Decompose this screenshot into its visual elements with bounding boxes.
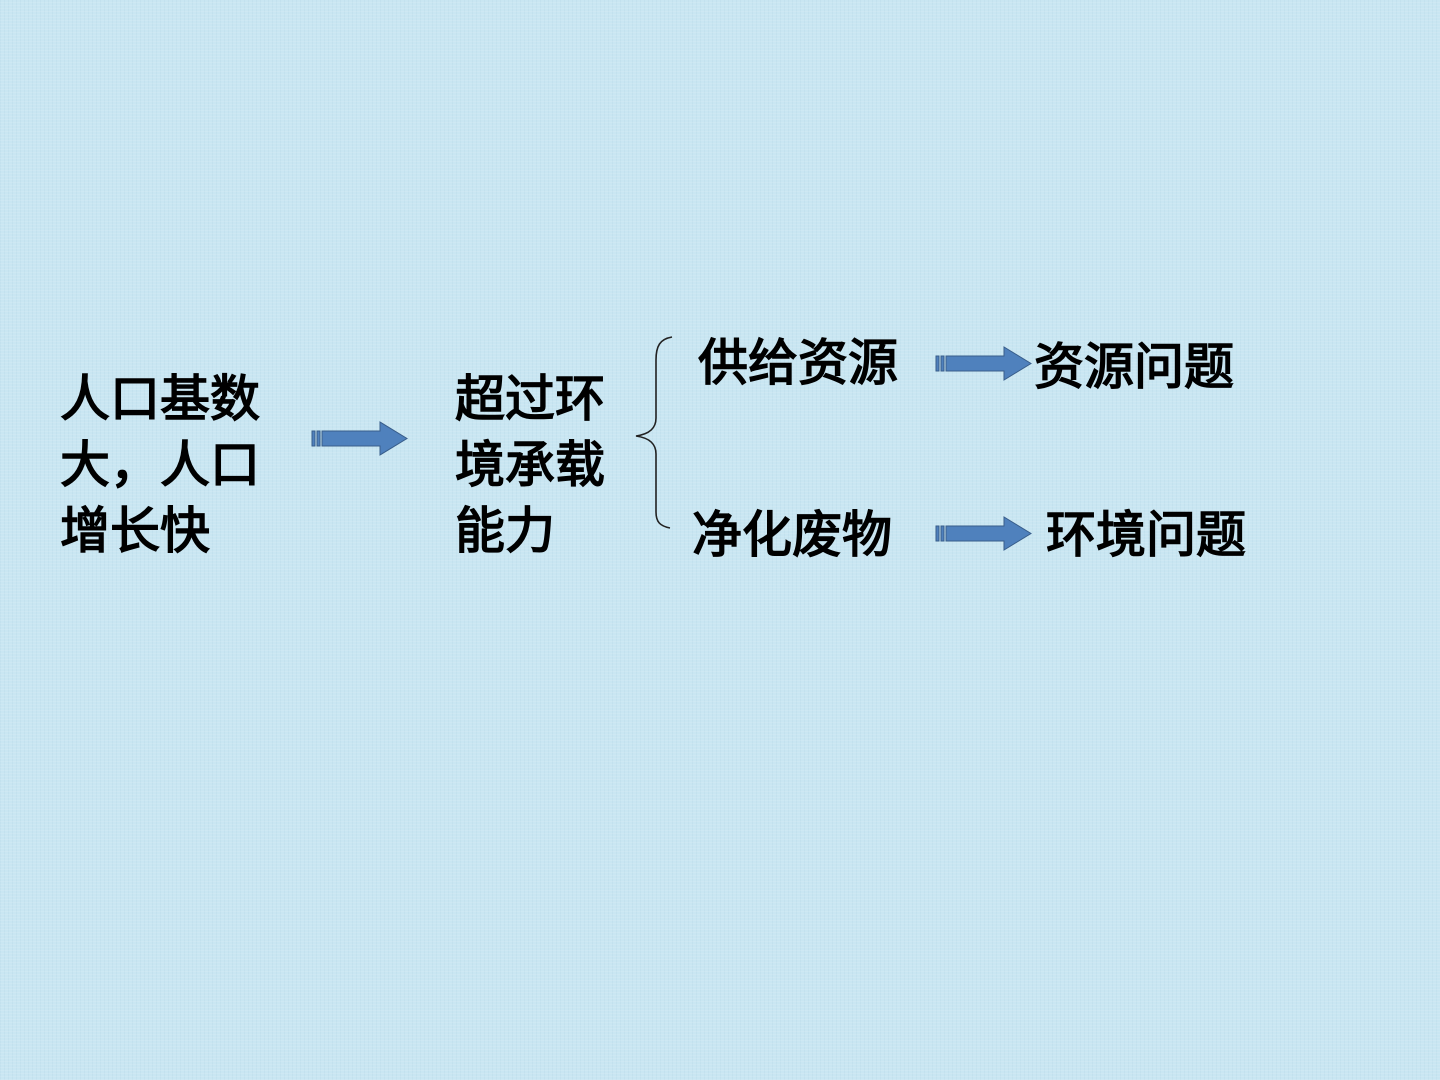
node-resource-problem: 资源问题 [1034, 338, 1234, 396]
curly-brace [635, 336, 673, 529]
arrow-cause-to-middle [311, 421, 408, 456]
node-supply-resources: 供给资源 [698, 334, 898, 392]
node-environment-problem: 环境问题 [1046, 506, 1246, 564]
node-exceeds-capacity: 超过环 境承载 能力 [455, 370, 605, 560]
arrow-supply-to-resource-problem [935, 346, 1032, 381]
node-purify-waste: 净化废物 [692, 506, 892, 564]
node-population-cause: 人口基数 大，人口 增长快 [60, 370, 260, 560]
arrow-purify-to-environment-problem [935, 516, 1032, 551]
